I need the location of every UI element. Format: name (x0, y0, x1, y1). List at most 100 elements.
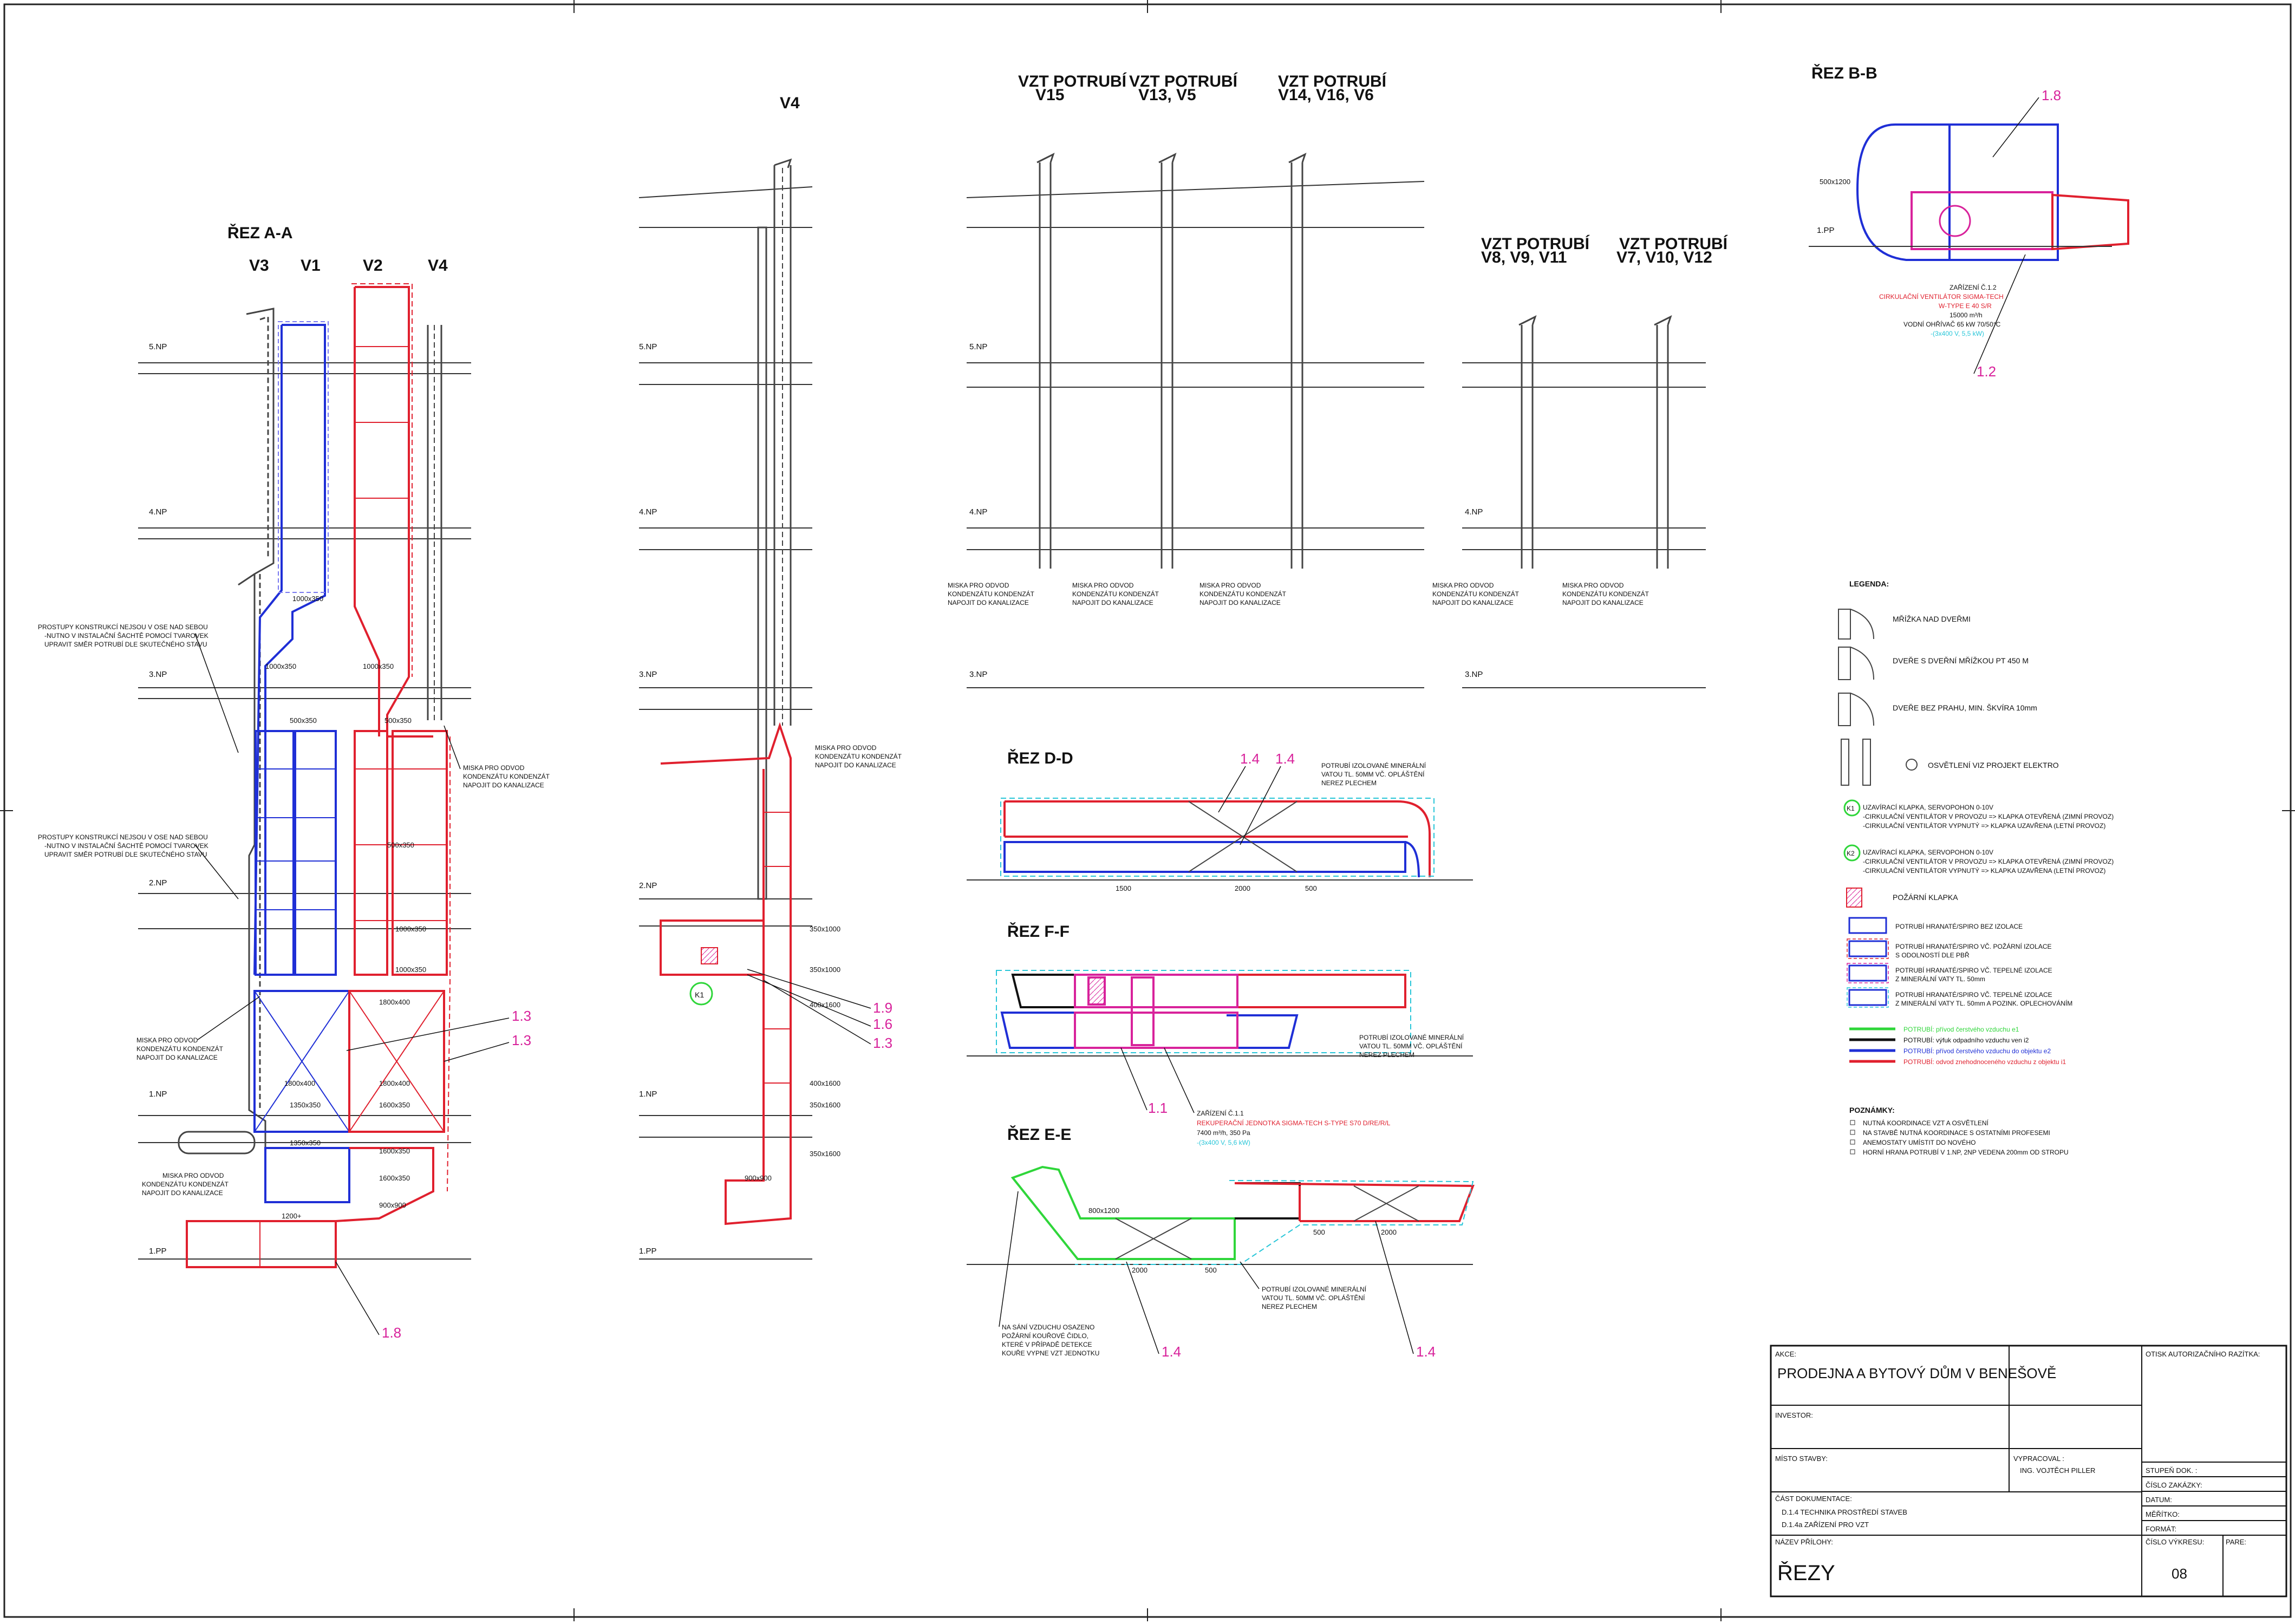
note-miska-r1-l2: KONDENZÁTU KONDENZÁT (948, 590, 1035, 598)
ref-1-8-b: 1.8 (2042, 87, 2061, 103)
notes-item-3: ANEMOSTATY UMÍSTIT DO NOVÉHO (1863, 1138, 1975, 1146)
dd-dims: 1500 2000 500 (1116, 884, 1317, 892)
ee-dims: 800x1200 2000 500 500 2000 (1088, 1206, 1397, 1274)
section-aa-title: ŘEZ A-A (227, 224, 293, 242)
ref-1-4-d: 1.4 (1416, 1343, 1436, 1360)
dd-dim-500: 500 (1305, 884, 1317, 892)
fire-damper-v4 (701, 947, 718, 964)
legend-duct-plain-icon (1848, 917, 1887, 934)
v4-dim-900x1600: 900x900 (745, 1174, 772, 1182)
legend-line-label-2: POTRUBÍ: výfuk odpadního vzduchu ven i2 (1903, 1036, 2029, 1044)
note-izol-ff-l3: NEREZ PLECHEM (1359, 1051, 1414, 1059)
bb-fan-icon (1939, 205, 1971, 237)
dim-1600x350-b: 1600x350 (379, 1147, 410, 1155)
dd-dim-2000: 2000 (1235, 884, 1250, 892)
dd-dim-1500: 1500 (1116, 884, 1131, 892)
v4-level-1pp: 1.PP (639, 1247, 657, 1256)
legend-item-6b: -CIRKULAČNÍ VENTILÁTOR V PROVOZU => KLAP… (1863, 857, 2114, 865)
note-miska-aa1-l3: NAPOJIT DO KANALIZACE (136, 1054, 218, 1061)
ff-note: POTRUBÍ IZOLOVANÉ MINERÁLNÍ VATOU TL. 50… (1197, 1033, 1464, 1146)
tb-cast-1: D.1.4 TECHNIKA PROSTŘEDÍ STAVEB (1782, 1508, 1907, 1516)
note-miska-r4-l1: MISKA PRO ODVOD (1432, 582, 1494, 589)
legend-line-samples (1849, 1027, 1895, 1063)
note-miska-aa3-l2: KONDENZÁTU KONDENZÁT (463, 772, 550, 780)
note-izol-ff-l1: POTRUBÍ IZOLOVANÉ MINERÁLNÍ (1359, 1033, 1464, 1041)
tb-cislo-zakazky: ČÍSLO ZAKÁZKY: (2146, 1481, 2202, 1489)
section-bb: ŘEZ B-B 1.PP 500x1200 ZAŘÍZENÍ Č.1.2 CIR… (1809, 64, 2129, 380)
legend-item-7b: -CIRKULAČNÍ VENTILÁTOR VYPNUTÝ => KLAPKA… (1863, 866, 2105, 875)
r-level-5np: 5.NP (969, 342, 987, 351)
ref-1-2: 1.2 (1977, 363, 1996, 380)
aa-dims: 1000x350 1000x350 1000x350 500x350 500x3… (265, 595, 426, 1220)
ee-dim-2000-a: 2000 (1132, 1266, 1148, 1274)
dim-900x900: 900x900 (379, 1201, 406, 1209)
ff-ducts (1000, 974, 1406, 1049)
level-3np: 3.NP (149, 670, 167, 679)
v4-dim-350x1600-b: 350x1600 (810, 1150, 840, 1158)
note-zar12-l4: 15000 m³/h (1950, 311, 1983, 319)
v4-dim-400x1600-b: 400x1600 (810, 1079, 840, 1087)
legend-k1-icon (1843, 799, 1861, 817)
note-zar12-l5: VODNÍ OHŘÍVAČ 65 kW 70/50°C (1903, 320, 2001, 328)
notes-item-2: NA STAVBĚ NUTNÁ KOORDINACE S OSTATNÍMI P… (1863, 1129, 2050, 1137)
legend-duct-fire-icon (1848, 940, 1887, 957)
legend-item-10: POTRUBÍ HRANATÉ/SPIRO VČ. POŽÁRNÍ IZOLAC… (1895, 942, 2052, 950)
note-miska-r4-l2: KONDENZÁTU KONDENZÁT (1432, 590, 1520, 598)
note-miska-aa2-l2: KONDENZÁTU KONDENZÁT (142, 1180, 229, 1188)
level-1np: 1.NP (149, 1090, 167, 1099)
legend-door-swing-icon-1 (1850, 609, 1874, 640)
v4-level-labels: 5.NP 4.NP 3.NP 2.NP 1.NP 1.PP (639, 342, 657, 1256)
ee-dim-800x1200: 800x1200 (1088, 1206, 1119, 1215)
note-miska-v4-l3: NAPOJIT DO KANALIZACE (815, 761, 896, 769)
bb-leaders (1973, 97, 2039, 374)
dim-1800x400-b: 1800x400 (284, 1079, 315, 1087)
note-miska-r4-l3: NAPOJIT DO KANALIZACE (1432, 599, 1514, 606)
v8-title-l1: VZT POTRUBÍ (1481, 234, 1590, 253)
tb-format: FORMÁT: (2146, 1525, 2176, 1533)
bb-fan-unit (1911, 191, 2053, 250)
legend-line-label-3: POTRUBÍ: přívod čerstvého vzduchu do obj… (1903, 1047, 2051, 1055)
note-prostupy-2-l2: -NUTNO V INSTALAČNÍ ŠACHTĚ POMOCÍ TVAROV… (44, 842, 208, 850)
note-zar12-l6: -(3x400 V, 5,5 kW) (1931, 330, 1984, 337)
legend: LEGENDA: MŘÍŽKA NAD DVEŘMI DVEŘE S DVEŘN… (1838, 579, 2114, 1066)
note-izol-ff-l2: VATOU TL. 50MM VČ. OPLÁŠTĚNÍ (1359, 1042, 1463, 1050)
note-miska-aa3-l1: MISKA PRO ODVOD (463, 764, 525, 772)
notes-item-4: HORNÍ HRANA POTRUBÍ V 1.NP, 2NP VEDENA 2… (1863, 1148, 2069, 1156)
v15-title-l1: VZT POTRUBÍ (1018, 72, 1127, 90)
tb-meritko: MĚŘÍTKO: (2146, 1510, 2180, 1518)
ref-1-9: 1.9 (873, 1000, 892, 1016)
ref-1-3-a: 1.3 (512, 1008, 531, 1024)
ref-1-6: 1.6 (873, 1016, 892, 1032)
r-level-4np: 4.NP (969, 507, 987, 517)
note-miska-r5-l1: MISKA PRO ODVOD (1562, 582, 1624, 589)
tb-vypracoval-label: VYPRACOVAL : (2013, 1455, 2064, 1463)
v4-dims: 350x1000 350x1000 400x1600 400x1600 350x… (745, 925, 840, 1182)
dd-insulation (1000, 798, 1435, 877)
v4-level-4np: 4.NP (639, 507, 657, 517)
section-ff: ŘEZ F-F POTRUBÍ IZOLOVANÉ MINERÁLNÍ VATO… (967, 922, 1473, 1146)
legend-item-2: DVEŘE S DVEŘNÍ MŘÍŽKOU PT 450 M (1893, 656, 2029, 665)
dim-1000x350-e: 1000x350 (395, 966, 426, 974)
v4-dim-350x1000-a: 350x1000 (810, 925, 840, 933)
ref-1-1: 1.1 (1148, 1100, 1168, 1116)
v13-title-l2: V13, V5 (1138, 86, 1196, 104)
legend-title: LEGENDA: (1849, 579, 1889, 588)
note-sani-l1: NA SÁNÍ VZDUCHU OSAZENO (1002, 1323, 1094, 1331)
r2-level-4np: 4.NP (1465, 507, 1483, 517)
col-label-v4: V4 (428, 257, 448, 275)
v4-dim-350x1600-a: 350x1600 (810, 1101, 840, 1109)
ee-dim-500-a: 500 (1205, 1266, 1217, 1274)
col-label-v2: V2 (363, 257, 383, 275)
bb-note: ZAŘÍZENÍ Č.1.2 CIRKULAČNÍ VENTILÁTOR SIG… (1879, 283, 2004, 337)
legend-duct-clad-insul-icon (1847, 987, 1889, 1008)
ref-1-3-b: 1.3 (512, 1032, 531, 1048)
legend-item-9: POTRUBÍ HRANATÉ/SPIRO BEZ IZOLACE (1895, 922, 2023, 930)
note-izol-dd-l1: POTRUBÍ IZOLOVANÉ MINERÁLNÍ (1321, 761, 1426, 769)
tb-vypracoval: ING. VOJTĚCH PILLER (2020, 1466, 2095, 1475)
note-miska-aa3-l3: NAPOJIT DO KANALIZACE (463, 781, 544, 789)
ee-dim-500-b: 500 (1313, 1228, 1325, 1236)
note-zar11-l3: 7400 m³/h, 350 Pa (1197, 1129, 1250, 1137)
note-izol-dd-l3: NEREZ PLECHEM (1321, 779, 1377, 787)
legend-item-5a: UZAVÍRACÍ KLAPKA, SERVOPOHON 0-10V (1863, 803, 1993, 811)
